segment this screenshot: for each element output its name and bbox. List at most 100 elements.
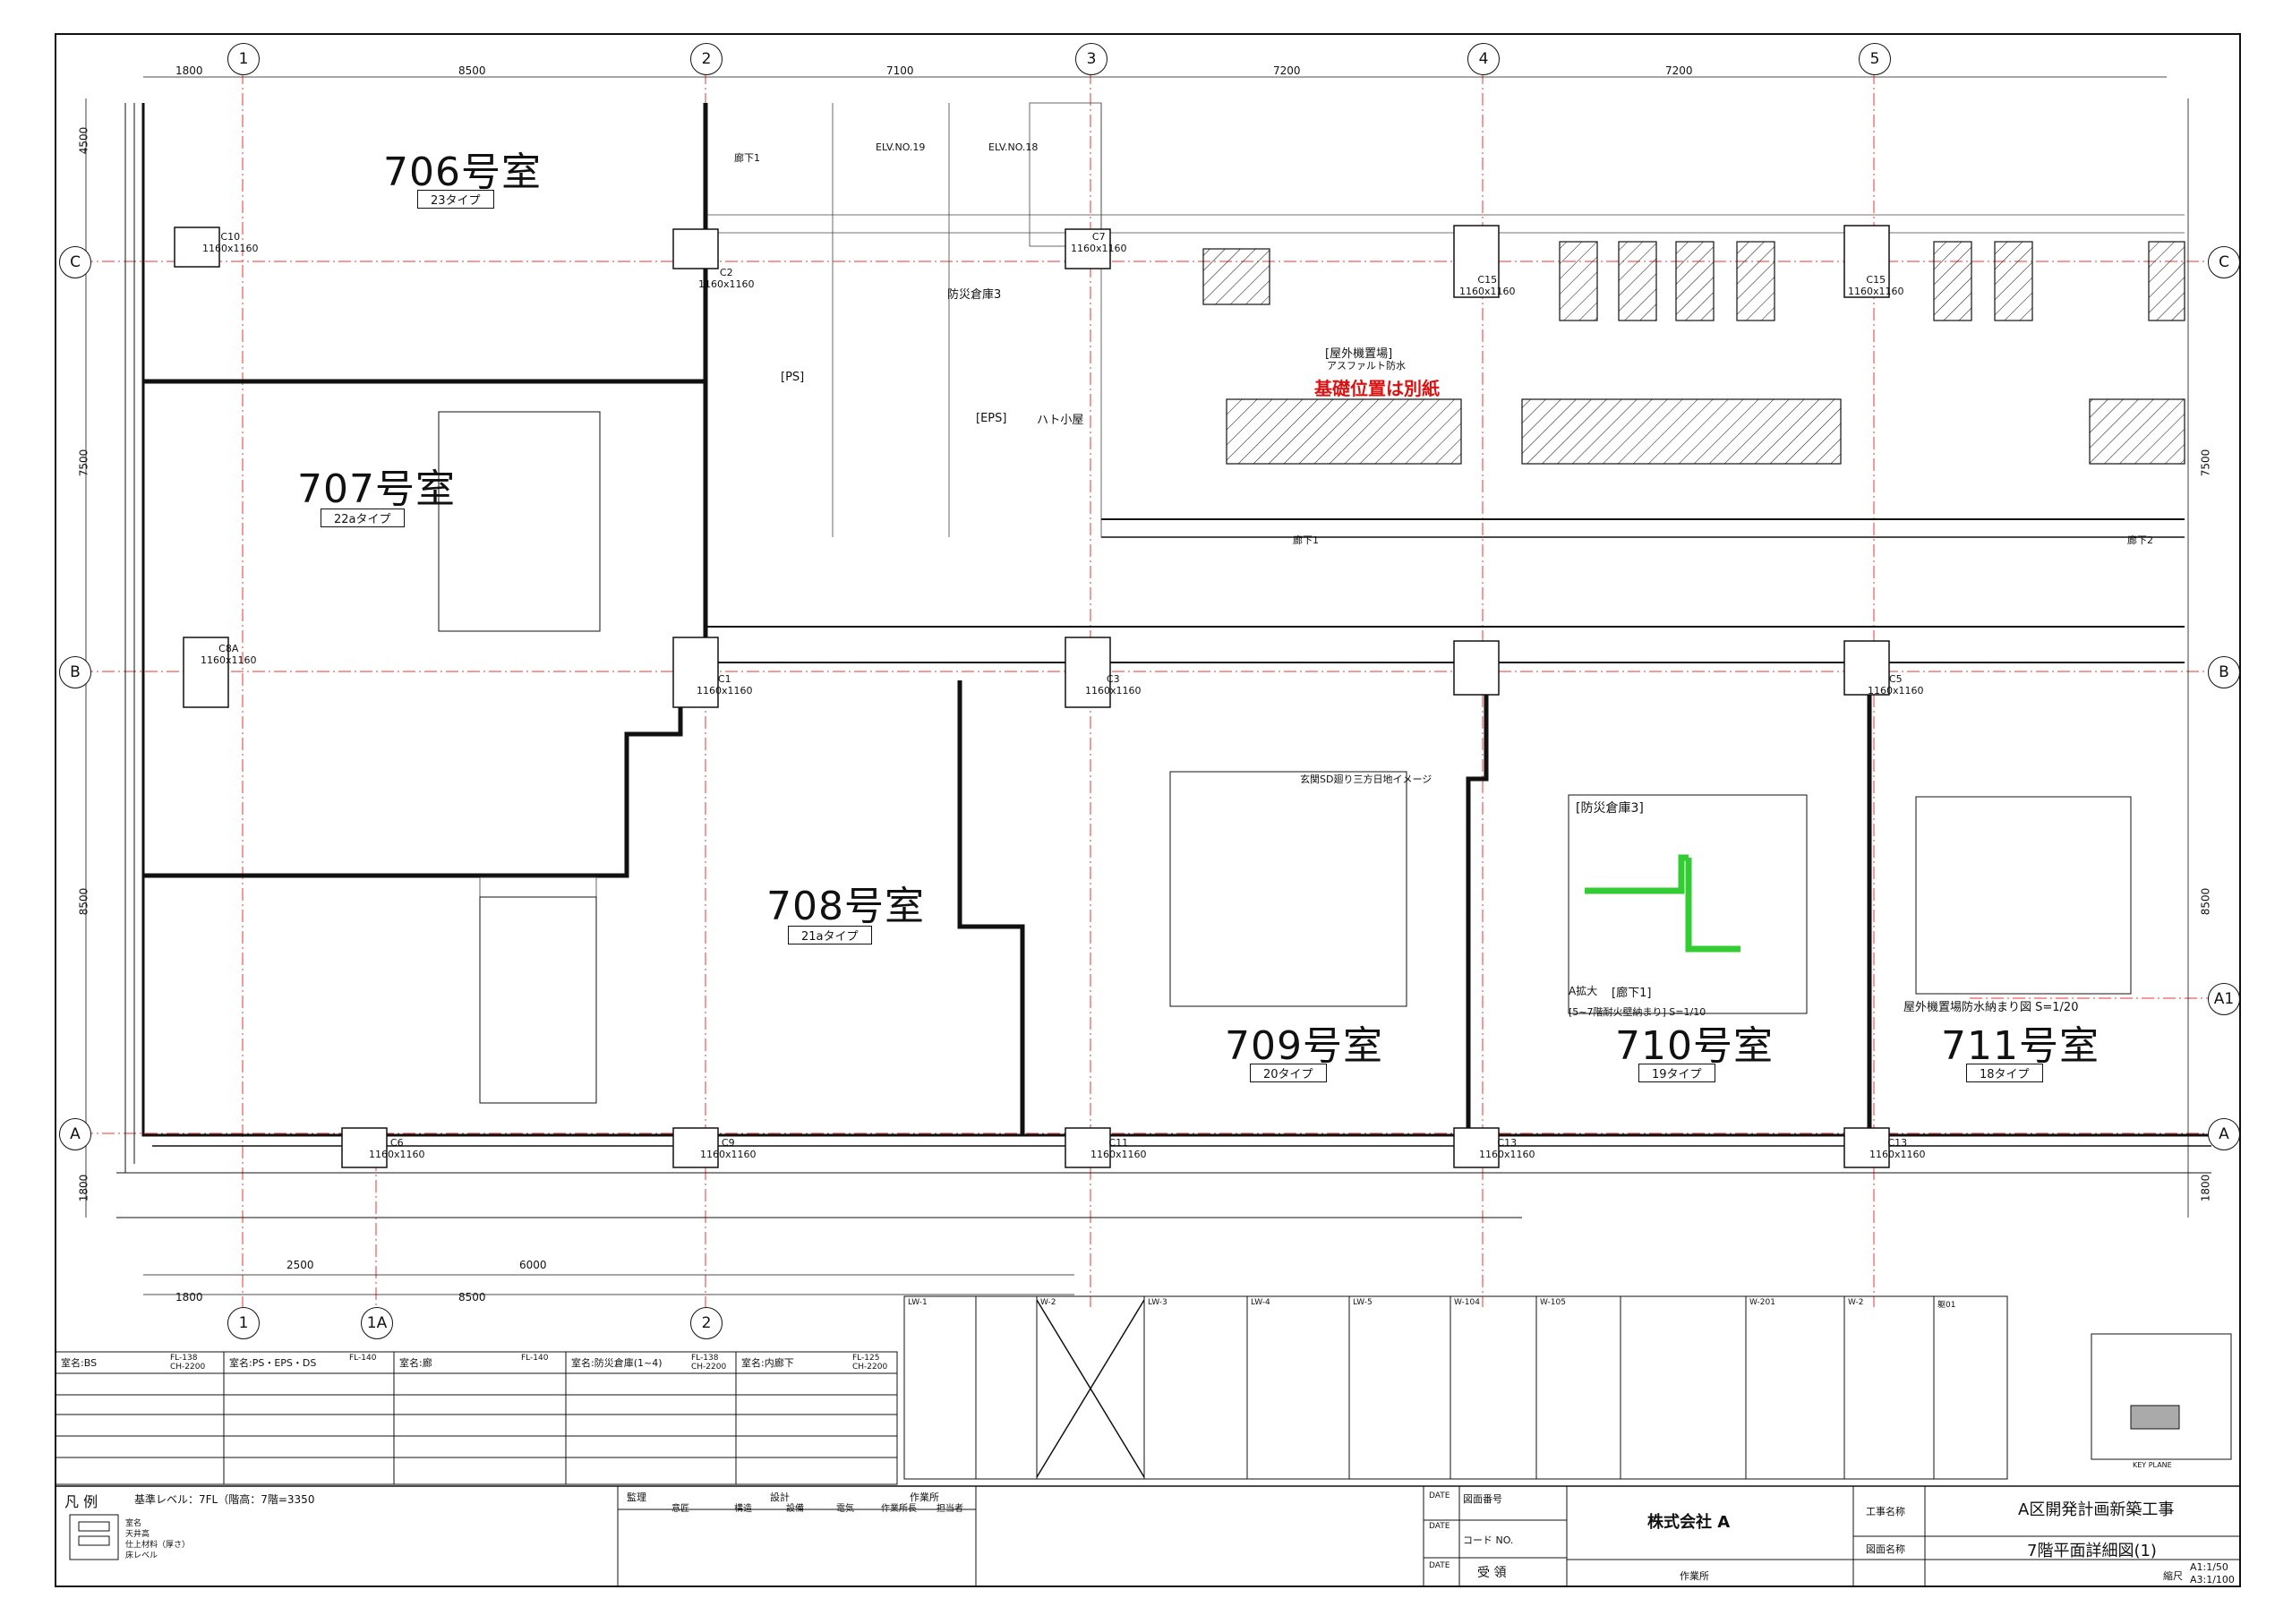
grid-bubble-5: 5 bbox=[1859, 43, 1891, 75]
grid-bubble-2-bottom: 2 bbox=[690, 1307, 723, 1339]
key-plan-label: KEY PLANE bbox=[2133, 1461, 2172, 1469]
tb-work: 作業所 bbox=[910, 1492, 939, 1503]
tb-scale-1: A1:1/50 bbox=[2190, 1561, 2228, 1573]
dim-left-1: 7500 bbox=[77, 449, 90, 477]
grid-bubble-1-bottom: 1 bbox=[227, 1307, 260, 1339]
finish-room-3: 室名:防災倉庫(1~4) bbox=[571, 1357, 663, 1369]
room-707-label: 707号室 bbox=[297, 466, 456, 512]
grid-bubble-c: C bbox=[59, 246, 91, 278]
tb-role-3: 電気 bbox=[836, 1504, 854, 1514]
tb-scale-label: 縮尺 bbox=[2163, 1570, 2183, 1582]
dim-top-0: 1800 bbox=[175, 64, 203, 77]
detail-a-enlarge: A拡大 bbox=[1569, 985, 1598, 997]
room-708-type: 21aタイプ bbox=[788, 926, 872, 944]
grid-bubble-1a: 1A bbox=[361, 1307, 393, 1339]
corridor-2-label: 廊下2 bbox=[2127, 534, 2153, 546]
room-711-label: 711号室 bbox=[1941, 1023, 2100, 1069]
strip-w201: W-201 bbox=[1749, 1298, 1775, 1307]
tb-date-1: DATE bbox=[1429, 1522, 1450, 1531]
elv-19-label: ELV.NO.19 bbox=[876, 141, 926, 153]
grid-bubble-2: 2 bbox=[690, 43, 723, 75]
dim-left-0: 4500 bbox=[77, 126, 90, 155]
room-707-type: 22aタイプ bbox=[321, 509, 405, 527]
finish-ceil-3: CH-2200 bbox=[691, 1363, 727, 1372]
finish-ceil-4: CH-2200 bbox=[852, 1363, 888, 1372]
tb-date-0: DATE bbox=[1429, 1492, 1450, 1500]
strip-lw1: LW-1 bbox=[908, 1298, 928, 1307]
legend-title: 凡 例 bbox=[64, 1493, 98, 1510]
outdoor-unit-note: [屋外機置場] bbox=[1325, 347, 1393, 361]
tb-role-1: 構造 bbox=[734, 1504, 752, 1514]
ps-label: [PS] bbox=[781, 371, 805, 384]
tb-company: 株式会社 A bbox=[1647, 1513, 1731, 1532]
finish-floor-3: FL-138 bbox=[691, 1354, 719, 1363]
grid-bubble-1: 1 bbox=[227, 43, 260, 75]
tb-office: 作業所 bbox=[1680, 1570, 1709, 1582]
strip-lw3: LW-3 bbox=[1148, 1298, 1167, 1307]
tb-design: 設計 bbox=[770, 1492, 790, 1503]
room-711-type: 18タイプ bbox=[1966, 1064, 2043, 1082]
finish-room-0: 室名:BS bbox=[61, 1357, 98, 1369]
elv-18-label: ELV.NO.18 bbox=[988, 141, 1039, 153]
dim-top-4: 7200 bbox=[1665, 64, 1693, 77]
dim-bottom-3: 8500 bbox=[458, 1291, 486, 1303]
room-710-type: 19タイプ bbox=[1638, 1064, 1715, 1082]
finish-floor-1: FL-140 bbox=[349, 1354, 377, 1363]
room-710-label: 710号室 bbox=[1615, 1023, 1774, 1069]
tb-supervise: 監理 bbox=[627, 1492, 646, 1503]
corridor-1-label: 廊下1 bbox=[734, 152, 760, 164]
tb-role-0: 意匠 bbox=[671, 1504, 689, 1514]
grid-bubble-4: 4 bbox=[1467, 43, 1500, 75]
detail-door-joint: 玄関SD廻り三方日地イメージ bbox=[1300, 774, 1432, 785]
legend-base-level: 基準レベル：7FL（階高：7階=3350 bbox=[134, 1493, 315, 1506]
dim-right-0: 7500 bbox=[2199, 449, 2212, 477]
tb-code-label: コード NO. bbox=[1463, 1534, 1514, 1546]
dim-top-3: 7200 bbox=[1273, 64, 1301, 77]
strip-kutai: 躯01 bbox=[1937, 1301, 1956, 1310]
detail-bousai-sub: [5~7階耐火壁納まり] S=1/10 bbox=[1569, 1006, 1706, 1018]
foundation-note: 基礎位置は別紙 bbox=[1314, 378, 1440, 399]
detail-bousai-title: [防災倉庫3] bbox=[1576, 801, 1644, 816]
grid-bubble-b: B bbox=[59, 656, 91, 688]
grid-bubble-a-right: A bbox=[2208, 1118, 2240, 1150]
dim-left-2: 8500 bbox=[77, 887, 90, 916]
dim-top-2: 7100 bbox=[886, 64, 914, 77]
grid-bubble-b-right: B bbox=[2208, 656, 2240, 688]
eps-label: [EPS] bbox=[976, 412, 1007, 425]
room-709-type: 20タイプ bbox=[1250, 1064, 1327, 1082]
room-706-type: 23タイプ bbox=[417, 190, 494, 209]
tb-project-label: 工事名称 bbox=[1866, 1506, 1905, 1517]
dim-top-1: 8500 bbox=[458, 64, 486, 77]
finish-floor-0: FL-138 bbox=[170, 1354, 198, 1363]
finish-room-1: 室名:PS・EPS・DS bbox=[229, 1357, 317, 1369]
grid-bubble-a1: A1 bbox=[2208, 983, 2240, 1015]
dim-right-1: 8500 bbox=[2199, 887, 2212, 916]
dim-bottom-1: 6000 bbox=[519, 1259, 547, 1271]
finish-floor-2: FL-140 bbox=[521, 1354, 549, 1363]
tb-drawing: 7階平面詳細図(1) bbox=[2027, 1542, 2157, 1560]
legend-item-1: 天井高 bbox=[125, 1530, 150, 1539]
room-708-label: 708号室 bbox=[766, 884, 925, 929]
tb-receipt: 受 領 bbox=[1477, 1566, 1507, 1580]
finish-room-2: 室名:廊 bbox=[399, 1357, 432, 1369]
dim-right-2: 1800 bbox=[2199, 1174, 2212, 1202]
strip-lw4: LW-4 bbox=[1251, 1298, 1270, 1307]
strip-lw5: LW-5 bbox=[1353, 1298, 1373, 1307]
grid-bubble-3: 3 bbox=[1075, 43, 1108, 75]
tb-role-5: 担当者 bbox=[936, 1504, 963, 1514]
legend-item-2: 仕上材料（厚さ） bbox=[125, 1541, 191, 1550]
room-706-label: 706号室 bbox=[383, 150, 542, 195]
